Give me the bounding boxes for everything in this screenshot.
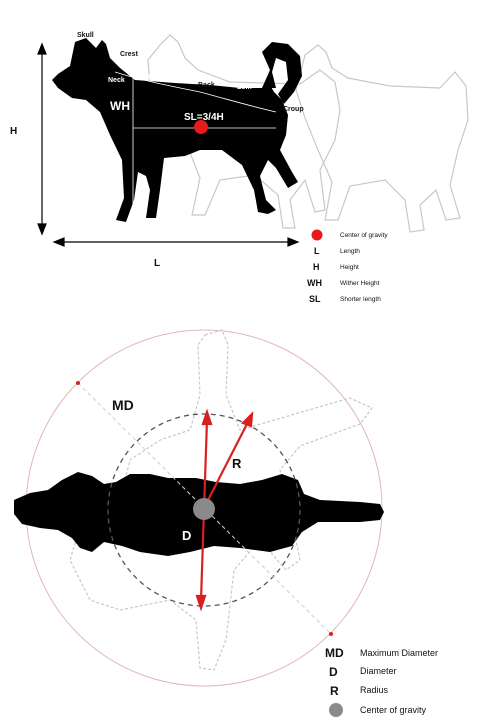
legend-top-text-4: Wither Height [340, 280, 380, 287]
legend-cog-red-icon [312, 230, 323, 241]
legend-top-symbol-4: WH [307, 278, 322, 288]
legend-top-text-1: Center of gravity [340, 232, 388, 239]
length-arrow [54, 238, 298, 246]
top-legend: Center of gravity L Length H Height WH W… [307, 230, 388, 305]
label-crest: Crest [120, 51, 139, 58]
max-diameter-end-b [329, 632, 333, 636]
legend-bottom-text-1: Maximum Diameter [360, 648, 438, 658]
legend-bottom-symbol-2: D [329, 665, 338, 679]
label-md: MD [112, 397, 134, 413]
label-shorter-length: SL=3/4H [184, 112, 224, 123]
legend-top-symbol-2: L [314, 246, 320, 256]
max-diameter-end-a [76, 381, 80, 385]
legend-cog-gray-icon [329, 703, 343, 717]
label-skull: Skull [77, 32, 94, 39]
label-withers: Withers [140, 74, 166, 81]
dog-silhouette [52, 38, 302, 222]
label-height: H [10, 126, 17, 137]
legend-top-text-5: Shorter length [340, 296, 381, 303]
bottom-panel: MD R D MD Maximum Diameter D Diameter R … [14, 330, 438, 717]
legend-bottom-text-4: Center of gravity [360, 705, 427, 715]
center-of-gravity-gray-dot [193, 498, 215, 520]
top-panel: Skull Crest Neck Withers Back Loin Croup… [10, 32, 468, 304]
label-wither-height: WH [110, 99, 130, 113]
label-r: R [232, 456, 242, 471]
label-length: L [154, 258, 160, 269]
label-d: D [182, 528, 191, 543]
label-neck: Neck [108, 77, 125, 84]
legend-bottom-symbol-1: MD [325, 646, 344, 660]
legend-top-symbol-3: H [313, 262, 320, 272]
height-arrow [38, 44, 46, 234]
legend-top-text-3: Height [340, 264, 359, 271]
legend-bottom-text-2: Diameter [360, 666, 397, 676]
legend-top-text-2: Length [340, 248, 360, 255]
label-back: Back [198, 82, 215, 89]
legend-top-symbol-5: SL [309, 294, 321, 304]
bottom-legend: MD Maximum Diameter D Diameter R Radius … [325, 646, 438, 717]
label-loin: Loin [237, 84, 252, 91]
legend-bottom-text-3: Radius [360, 685, 389, 695]
legend-bottom-symbol-3: R [330, 684, 339, 698]
label-croup: Croup [283, 106, 304, 113]
